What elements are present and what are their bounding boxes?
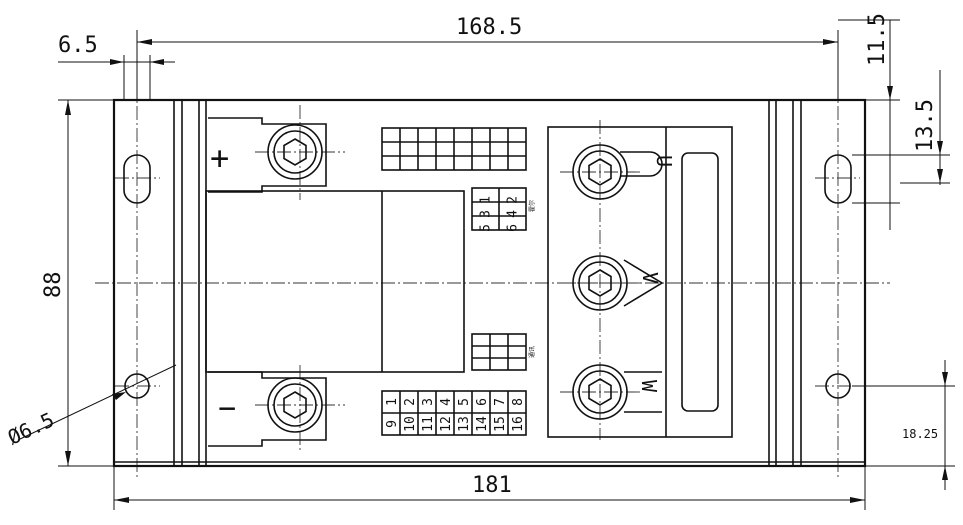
signal-cell-label: 14 — [475, 416, 490, 432]
comm-label: 通讯 — [528, 346, 536, 358]
signal-cell-label: 13 — [457, 416, 472, 432]
phase-terminal-v: V — [572, 255, 664, 311]
signal-cell-label: 16 — [511, 416, 526, 432]
phase-terminal-w: W — [572, 364, 662, 420]
dim-height: 88 — [41, 99, 114, 467]
dim-13-5: 13.5 — [913, 99, 938, 152]
negative-symbol: − — [218, 391, 236, 426]
positive-symbol: + — [210, 139, 229, 177]
dim-total-width: 181 — [113, 466, 866, 510]
signal-cell-label: 7 — [493, 398, 508, 406]
hall-cell-label: 2 — [506, 196, 521, 204]
dim-181: 181 — [472, 473, 512, 498]
dim-dia-6-5: Ø6.5 — [4, 407, 58, 449]
hall-cell-label: 6 — [506, 224, 521, 232]
dim-right-small: 11.5 — [838, 13, 900, 230]
signal-cell-label: 4 — [439, 398, 454, 406]
dim-168-5: 168.5 — [456, 15, 522, 40]
hall-cell-label: 5 — [479, 224, 494, 232]
signal-connector: 9 1 10 2 11 3 12 4 13 5 14 6 15 7 16 8 — [381, 390, 527, 436]
v-label: V — [638, 272, 662, 284]
left-round-hole — [124, 373, 150, 399]
hall-cell-label: 4 — [506, 210, 521, 218]
signal-cell-label: 1 — [385, 398, 400, 406]
signal-cell-label: 9 — [385, 420, 400, 428]
dim-top-span: 168.5 — [136, 15, 839, 100]
dim-18-25: 18.25 — [902, 427, 938, 441]
signal-cell-label: 8 — [511, 398, 526, 406]
mounting-holes — [123, 154, 852, 399]
phase-terminal-u: U — [572, 144, 676, 200]
hall-label: 霍尔 — [528, 200, 536, 212]
right-round-hole — [825, 373, 851, 399]
negative-terminal: − — [208, 371, 327, 447]
w-label: W — [637, 380, 661, 393]
dim-11-5: 11.5 — [865, 13, 890, 66]
dim-88: 88 — [41, 272, 66, 299]
capacitor-block — [205, 190, 465, 373]
hall-cell-label: 1 — [479, 196, 494, 204]
signal-cell-label: 5 — [457, 398, 472, 406]
left-slot — [123, 154, 151, 204]
right-slot — [824, 154, 852, 204]
center-lines — [95, 40, 890, 480]
signal-cell-label: 11 — [421, 416, 436, 432]
dim-hole-diameter: Ø6.5 — [4, 364, 177, 450]
phase-housing — [547, 126, 733, 438]
hall-connector: 1 2 3 4 5 6 霍尔 — [471, 187, 536, 232]
signal-cell-label: 12 — [439, 416, 454, 432]
connector-grid-top-header — [381, 127, 527, 171]
outer-body — [112, 98, 867, 468]
signal-cell-label: 6 — [475, 398, 490, 406]
signal-cell-label: 2 — [403, 398, 418, 406]
u-label: U — [652, 155, 676, 167]
signal-cell-label: 10 — [403, 416, 418, 432]
dim-bottom-right: 18.25 — [852, 360, 955, 490]
signal-cell-label: 15 — [493, 416, 508, 432]
positive-terminal: + — [208, 117, 327, 193]
dim-top-left-offset: 6.5 — [58, 33, 175, 100]
hall-cell-label: 3 — [479, 210, 494, 218]
signal-cell-label: 3 — [421, 398, 436, 406]
dim-6-5: 6.5 — [58, 33, 98, 58]
comm-connector: 通讯 — [471, 333, 536, 371]
dim-right-slot: 13.5 — [852, 70, 950, 204]
